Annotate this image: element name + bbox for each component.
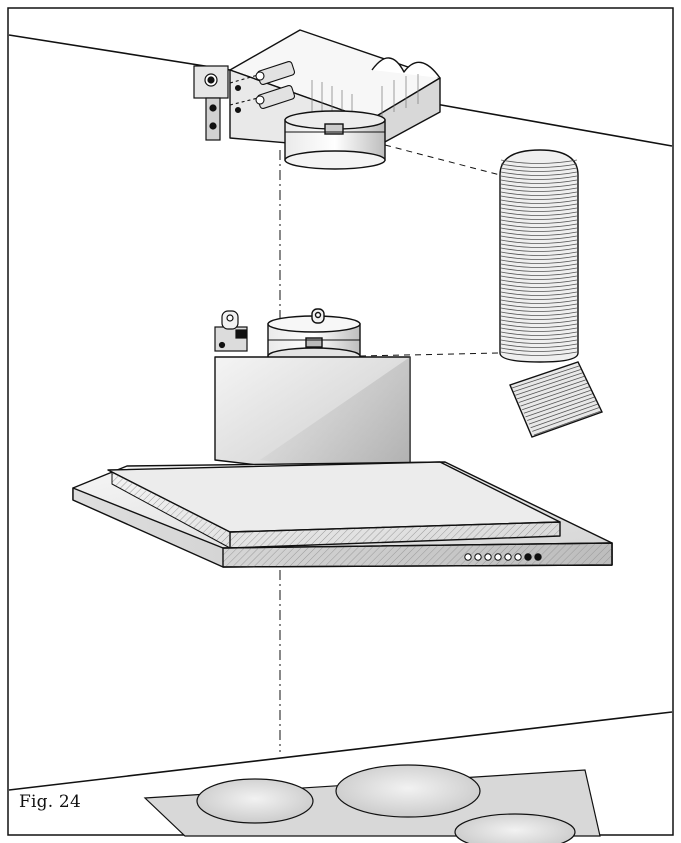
duct-corrugation [500,351,578,356]
duct-corrugation [500,255,578,260]
room-outline [8,34,673,791]
hotplate-icon [196,778,314,824]
duct-corrugation [500,327,578,332]
duct-corrugation [500,323,578,328]
duct-corrugation [500,227,578,232]
ceiling-line [8,34,231,71]
floor-line [8,711,673,791]
cooktop [143,764,601,843]
screw-anchor-icon [229,61,296,114]
duct-corrugation [500,339,578,344]
duct-corrugation [500,207,578,212]
duct-corrugation [500,239,578,244]
duct-corrugation [500,307,578,312]
duct-corrugation [500,231,578,236]
elbow-corrugation [527,396,595,421]
duct-corrugation [500,167,578,172]
duct-corrugation [500,179,578,184]
ceiling-line-right [429,102,673,147]
elbow-corrugation [528,400,597,425]
elbow-corrugation [522,386,590,411]
elbow-corrugation [525,393,593,418]
duct-corrugation [500,295,578,300]
figure-caption: Fig. 24 [19,792,81,812]
elbow-corrugation [532,407,600,432]
duct-corrugation [500,343,578,348]
elbow-corrugation [516,376,585,400]
duct-corrugation [500,199,578,204]
control-panel [464,553,542,561]
control-button-icon [514,553,522,561]
elbow-corrugation [518,379,586,403]
duct-corrugation [500,271,578,276]
duct-corrugation [500,291,578,296]
duct-corrugation [500,159,578,164]
duct-corrugation [500,335,578,340]
duct-corrugation [500,195,578,200]
duct-corrugation [500,219,578,224]
hotplate-icon [454,813,576,843]
control-button-icon [534,553,542,561]
control-button-icon [494,553,502,561]
control-button-icon [464,553,472,561]
elbow-corrugation [533,410,602,436]
duct-corrugation [500,183,578,188]
elbow-corrugation [523,389,591,414]
duct-corrugation [500,283,578,288]
elbow-corrugation [530,403,598,429]
projection-line-bottom [359,352,501,357]
duct-corrugation [500,259,578,264]
projection-line-top [384,144,501,176]
duct-corrugation [500,315,578,320]
control-button-icon [524,553,532,561]
control-button-icon [484,553,492,561]
duct-corrugation [500,279,578,284]
duct-corrugation [500,347,578,352]
hotplate-icon [335,764,481,818]
chimney-cover [214,356,411,484]
elbow-corrugation [520,382,588,407]
upper-duct-ring [284,110,386,170]
lower-duct-ring [267,308,361,365]
duct-corrugation [500,311,578,316]
elbow-corrugation [513,369,581,392]
duct-corrugation [500,263,578,268]
duct-corrugation [500,251,578,256]
duct-elbow-icon [509,361,603,438]
duct-corrugation [500,243,578,248]
control-button-icon [504,553,512,561]
duct-corrugation [500,223,578,228]
duct-corrugation [500,319,578,324]
control-button-icon [474,553,482,561]
duct-corrugation [500,187,578,192]
duct-corrugation [500,275,578,280]
duct-corrugation [500,163,578,168]
mounting-bracket-icon [193,65,229,141]
flexible-duct-icon [499,149,579,363]
duct-corrugation [500,203,578,208]
chimney-bracket-icon [214,310,248,352]
duct-corrugation [500,287,578,292]
hood-canopy [72,461,613,568]
duct-corrugation [500,267,578,272]
duct-corrugation [500,191,578,196]
elbow-corrugation [515,372,583,396]
duct-corrugation [500,215,578,220]
duct-corrugation [500,331,578,336]
duct-corrugation [500,247,578,252]
duct-corrugation [500,175,578,180]
elbow-corrugation [511,365,580,389]
duct-corrugation [500,299,578,304]
duct-corrugation [500,211,578,216]
duct-corrugation [500,303,578,308]
duct-corrugation [500,171,578,176]
duct-corrugation [500,235,578,240]
